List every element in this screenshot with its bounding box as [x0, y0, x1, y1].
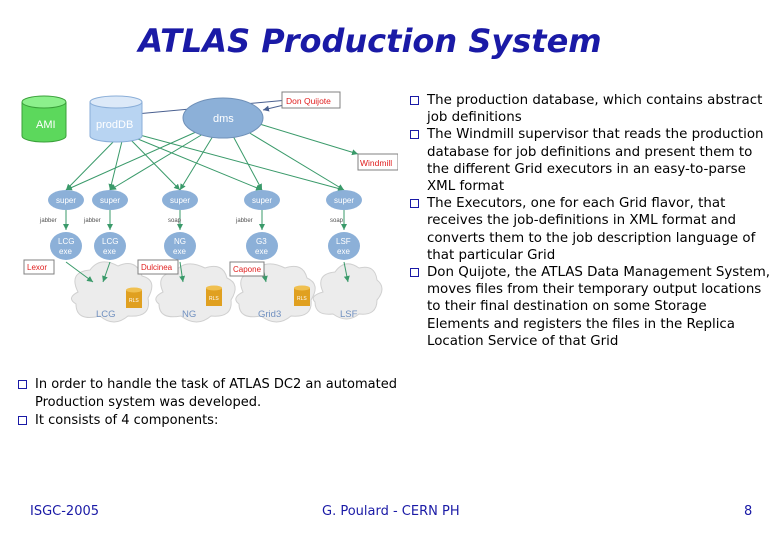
executor-nodes: LCG exe LCG exe NG exe G3 exe LSF exe — [50, 232, 360, 260]
windmill-box: Windmill — [357, 153, 398, 171]
grid-name-ng: NG — [182, 309, 196, 320]
footer-conference: ISGC-2005 — [30, 504, 100, 519]
super-label-1: super — [56, 196, 76, 205]
rls-cylinder-2 — [206, 288, 222, 306]
dulcinea-label: Dulcinea — [141, 263, 173, 272]
lexor-box: Lexor — [23, 259, 55, 275]
super-node-5 — [326, 190, 362, 210]
executor-name-1: LCG — [58, 237, 74, 246]
ng-cloud — [155, 263, 236, 323]
executor-name-3: NG — [174, 237, 186, 246]
protocol-labels: jabber jabber soap jabber soap — [39, 218, 344, 224]
rls-cylinder-1 — [126, 290, 142, 308]
capone-label: Capone — [233, 265, 262, 274]
rls-cylinders: RLS RLS RLS — [126, 285, 310, 308]
bullet-square-icon — [410, 268, 419, 278]
production-system-diagram: AMI prodDB dms Don Quijote Windmill supe… — [21, 91, 398, 323]
dms-label: dms — [213, 113, 234, 125]
grid-name-lcg: LCG — [96, 309, 116, 320]
component-bullets: The production database, which contains … — [410, 92, 770, 350]
executor-node-4 — [246, 232, 278, 260]
super-nodes: super super super super super — [48, 190, 362, 210]
grid-name-lsf: LSF — [340, 309, 358, 320]
component-bullet-text-3: The Executors, one for each Grid flavor,… — [427, 196, 756, 263]
executor-node-3 — [164, 232, 196, 260]
bullet-square-icon — [18, 380, 27, 389]
grid-names: LCG NG Grid3 LSF — [96, 309, 358, 320]
lexor-label: Lexor — [27, 263, 47, 272]
ami-label: AMI — [36, 119, 56, 131]
super-label-2: super — [100, 196, 120, 205]
executor-type-1: exe — [59, 247, 72, 256]
protocol-label-4: jabber — [235, 218, 253, 224]
executor-node-5 — [328, 232, 360, 260]
component-bullet-text-2: The Windmill supervisor that reads the p… — [427, 127, 764, 195]
bullet-square-icon — [410, 130, 419, 140]
component-bullet-text-4: Don Quijote, the ATLAS Data Management S… — [427, 265, 771, 349]
page-number: 8 — [744, 504, 753, 519]
footer-author: G. Poulard - CERN PH — [322, 504, 460, 519]
super-node-4 — [244, 190, 280, 210]
bullet-square-icon — [410, 199, 419, 209]
dms-node: dms — [182, 97, 264, 139]
component-bullet-4: Don Quijote, the ATLAS Data Management S… — [410, 264, 770, 350]
super-label-5: super — [334, 196, 354, 205]
super-node-3 — [162, 190, 198, 210]
don-quijote-label: Don Quijote — [286, 96, 331, 106]
intro-bullet-1: In order to handle the task of ATLAS DC2… — [18, 376, 398, 412]
rls-label-1: RLS — [129, 298, 139, 304]
super-label-4: super — [252, 196, 272, 205]
executor-type-4: exe — [255, 247, 268, 256]
rls-label-3: RLS — [297, 296, 307, 302]
executor-name-2: LCG — [102, 237, 118, 246]
component-bullet-1: The production database, which contains … — [410, 92, 770, 126]
executor-type-2: exe — [103, 247, 116, 256]
component-bullet-text-1: The production database, which contains … — [427, 93, 763, 126]
bullet-square-icon — [410, 96, 419, 105]
rls-label-2: RLS — [209, 296, 219, 302]
protocol-label-5: soap — [330, 218, 344, 224]
don-quijote-box: Don Quijote — [281, 91, 341, 109]
slide-title: ATLAS Production System — [138, 22, 602, 60]
executor-name-4: G3 — [256, 237, 267, 246]
intro-bullet-2: It consists of 4 components: — [18, 412, 398, 430]
connections — [63, 99, 359, 283]
component-bullet-2: The Windmill supervisor that reads the p… — [410, 126, 770, 195]
executor-node-2 — [94, 232, 126, 260]
bullet-square-icon — [18, 416, 27, 425]
rls-cylinder-3 — [294, 288, 310, 306]
dulcinea-box: Dulcinea — [137, 259, 179, 275]
ami-database: AMI — [21, 95, 67, 143]
capone-box: Capone — [229, 261, 265, 277]
executor-node-1 — [50, 232, 82, 260]
proddb-database: prodDB — [89, 95, 143, 143]
executor-type-3: exe — [173, 247, 186, 256]
protocol-label-1: jabber — [39, 218, 57, 224]
super-node-2 — [92, 190, 128, 210]
executor-type-5: exe — [337, 247, 350, 256]
intro-bullets: In order to handle the task of ATLAS DC2… — [18, 376, 398, 430]
component-bullet-3: The Executors, one for each Grid flavor,… — [410, 195, 770, 264]
protocol-label-2: jabber — [83, 218, 101, 224]
grid-clouds — [71, 261, 383, 323]
super-label-3: super — [170, 196, 190, 205]
intro-bullet-text-2: It consists of 4 components: — [35, 413, 219, 428]
windmill-label: Windmill — [360, 158, 392, 168]
proddb-label: prodDB — [96, 119, 133, 131]
executor-name-5: LSF — [336, 237, 351, 246]
grid-name-grid3: Grid3 — [258, 309, 281, 320]
super-node-1 — [48, 190, 84, 210]
intro-bullet-text-1: In order to handle the task of ATLAS DC2… — [35, 377, 397, 410]
lsf-cloud — [312, 263, 383, 320]
protocol-label-3: soap — [168, 218, 182, 224]
